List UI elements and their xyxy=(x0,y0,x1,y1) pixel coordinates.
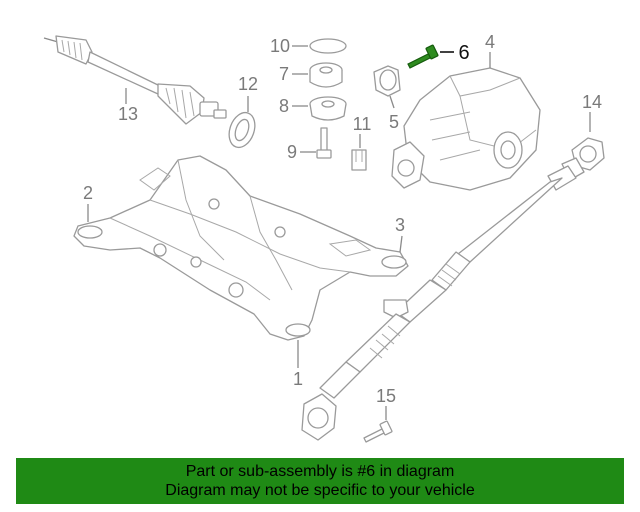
callout-10: 10 xyxy=(270,36,290,56)
part-8-lower-mount[interactable] xyxy=(309,96,347,121)
leader-3 xyxy=(399,235,403,253)
part-1-subframe[interactable] xyxy=(73,155,409,341)
parts-diagram: 1 2 3 4 5 6 7 8 9 10 11 12 13 14 15 xyxy=(43,32,605,443)
info-banner: Part or sub-assembly is #6 in diagram Di… xyxy=(16,458,624,504)
callout-11: 11 xyxy=(353,114,372,134)
part-9-bolt[interactable] xyxy=(316,127,332,159)
part-10-cap[interactable] xyxy=(309,38,347,54)
part-13-axle-shaft[interactable] xyxy=(43,35,227,125)
part-14-drive-shaft[interactable] xyxy=(301,137,605,441)
callout-1: 1 xyxy=(293,369,303,389)
part-4-differential[interactable] xyxy=(391,67,541,191)
part-5-bushing[interactable] xyxy=(373,65,401,97)
part-12-seal[interactable] xyxy=(225,109,260,151)
callout-2: 2 xyxy=(83,183,93,203)
callout-14: 14 xyxy=(582,92,602,112)
callout-15: 15 xyxy=(376,386,396,406)
leader-5 xyxy=(389,95,395,109)
callout-3: 3 xyxy=(395,215,405,235)
callout-13: 13 xyxy=(118,104,138,124)
callout-8: 8 xyxy=(279,96,289,116)
callout-4: 4 xyxy=(485,32,495,52)
part-7-upper-mount[interactable] xyxy=(309,62,343,88)
callout-5: 5 xyxy=(389,112,399,132)
callout-12: 12 xyxy=(238,74,258,94)
part-11-clip[interactable] xyxy=(351,149,367,171)
callout-6-highlighted: 6 xyxy=(458,42,469,64)
banner-line-part-number: Part or sub-assembly is #6 in diagram xyxy=(185,463,455,480)
callout-9: 9 xyxy=(287,142,297,162)
part-15-bolt[interactable] xyxy=(363,420,393,443)
callout-7: 7 xyxy=(279,64,289,84)
banner-line-disclaimer: Diagram may not be specific to your vehi… xyxy=(165,482,475,499)
part-6-bolt-highlighted[interactable] xyxy=(407,44,439,69)
